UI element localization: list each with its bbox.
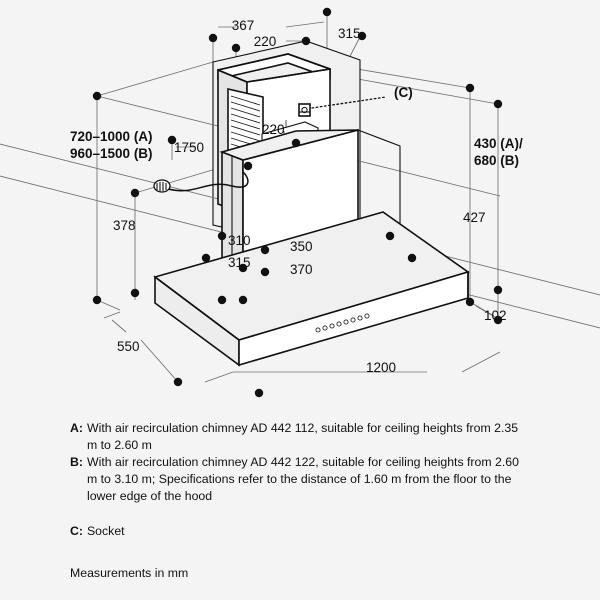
caption-block: A: With air recirculation chimney AD 442… [70,420,530,582]
dim-378: 378 [113,218,136,233]
note-spacer [70,506,530,521]
dimension-endpoints [92,7,503,398]
technical-drawing: 367 220 315 720–1000 (A) 960–1500 (B) 17… [0,7,600,398]
dim-220-mid: 220 [262,122,285,137]
control-buttons[interactable] [315,313,370,333]
dim-550: 550 [117,339,140,354]
power-cord [153,171,249,193]
dimension-network [96,12,501,383]
note-b-text: With air recirculation chimney AD 442 12… [86,455,519,503]
note-a-text: With air recirculation chimney AD 442 11… [86,421,519,452]
socket-leader-line [311,96,387,109]
dim-430-a: 430 (A)/ [474,136,523,151]
callout-c: (C) [394,85,413,100]
dim-height-a: 720–1000 (A) [70,129,153,144]
dim-310: 310 [228,233,251,248]
dim-102: 102 [484,308,507,323]
note-b-key: B: [70,455,83,470]
dim-367: 367 [232,18,255,33]
dim-315-body: 315 [228,255,251,270]
socket-symbol [298,103,311,117]
dim-height-b: 960–1500 (B) [70,146,153,161]
dim-370: 370 [290,262,313,277]
dim-427: 427 [463,210,486,225]
dim-1200: 1200 [366,360,396,375]
note-b: B: With air recirculation chimney AD 442… [70,454,530,504]
drawing-canvas: 367 220 315 720–1000 (A) 960–1500 (B) 17… [0,7,600,398]
note-c-key: C: [70,523,83,538]
dim-220-top: 220 [254,34,277,49]
note-c: C: Socket [70,523,530,540]
note-a-key: A: [70,421,83,435]
note-a: A: With air recirculation chimney AD 442… [70,420,530,453]
dimension-labels: 367 220 315 720–1000 (A) 960–1500 (B) 17… [70,18,523,375]
measurements-note: Measurements in mm [70,566,189,581]
hood-canopy [153,211,470,367]
dim-315-top: 315 [338,26,361,41]
dim-1750: 1750 [174,140,204,155]
dim-680-b: 680 (B) [474,153,519,168]
note-c-text: Socket [86,523,125,538]
dim-350: 350 [290,239,313,254]
